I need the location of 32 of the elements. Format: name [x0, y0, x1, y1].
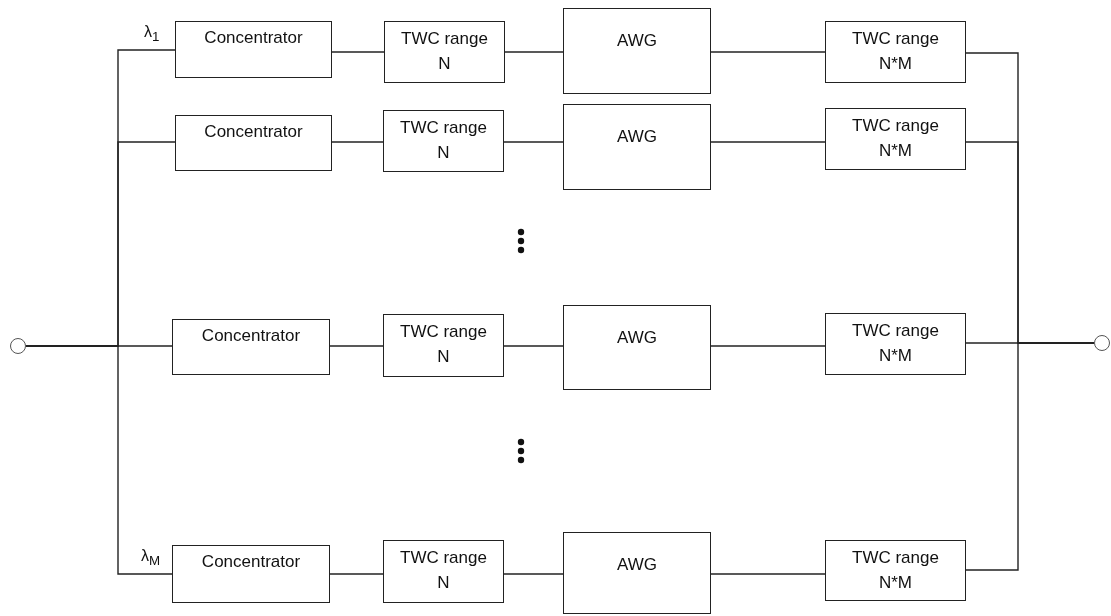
concentrator-box: Concentrator	[172, 319, 330, 375]
converter-box: TWC range N*M	[825, 313, 966, 375]
connector-line	[710, 345, 826, 347]
connector-line	[503, 141, 564, 143]
awg-box: AWG	[563, 104, 711, 190]
converter-box: TWC range N*M	[825, 108, 966, 170]
awg-box: AWG	[563, 8, 711, 94]
connector-line	[329, 573, 384, 575]
connector-line	[710, 573, 826, 575]
connector-line	[331, 51, 385, 53]
converter-box: TWC range N*M	[825, 540, 966, 601]
converter-box: TWC range N*M	[825, 21, 966, 83]
concentrator-box: Concentrator	[175, 115, 332, 171]
wavelength-label: λ$_{M}$	[141, 547, 161, 569]
connector-line	[710, 141, 826, 143]
converter-box: TWC range N	[383, 110, 504, 172]
converter-box: TWC range N	[383, 314, 504, 377]
converter-box: TWC range N	[384, 21, 505, 83]
awg-box: AWG	[563, 532, 711, 614]
awg-box: AWG	[563, 305, 711, 390]
concentrator-box: Concentrator	[175, 21, 332, 78]
converter-box: TWC range N	[383, 540, 504, 603]
connector-line	[503, 573, 564, 575]
connector-line	[503, 345, 564, 347]
connector-line	[331, 141, 384, 143]
concentrator-box: Concentrator	[172, 545, 330, 603]
connector-line	[710, 51, 826, 53]
connector-line	[504, 51, 564, 53]
wavelength-label: λ$_{1}$	[144, 23, 160, 45]
connector-line	[329, 345, 384, 347]
terminal-circle	[10, 338, 26, 354]
terminal-circle	[1094, 335, 1110, 351]
